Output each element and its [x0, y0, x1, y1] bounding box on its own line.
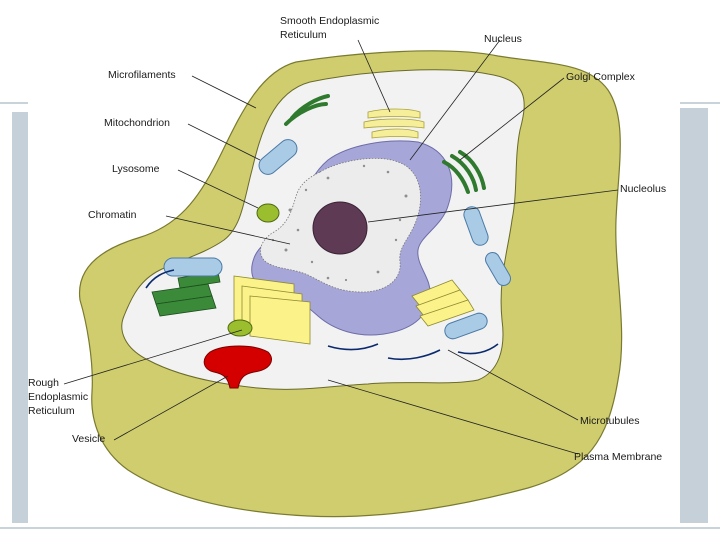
smooth-er — [363, 108, 425, 139]
golgi-stack-right — [411, 279, 475, 327]
slide-bottom-rule — [0, 527, 720, 529]
label-rough-er-1: Rough — [28, 377, 59, 389]
label-rough-er-3: Reticulum — [28, 405, 75, 417]
label-smooth-er-2: Reticulum — [280, 29, 327, 41]
nucleolus — [312, 201, 368, 255]
label-nucleolus: Nucleolus — [620, 183, 666, 195]
label-microtubules: Microtubules — [580, 415, 640, 427]
microtubules — [145, 269, 499, 361]
vesicle — [203, 345, 272, 389]
label-nucleus: Nucleus — [484, 33, 522, 45]
label-lysosome: Lysosome — [112, 163, 160, 175]
label-mitochondrion: Mitochondrion — [104, 117, 170, 129]
mitochondria — [163, 139, 511, 340]
golgi-stack-left — [233, 275, 311, 345]
label-golgi-complex: Golgi Complex — [566, 71, 636, 83]
label-chromatin: Chromatin — [88, 209, 137, 221]
label-vesicle: Vesicle — [72, 433, 105, 445]
label-plasma-membrane: Plasma Membrane — [574, 451, 662, 463]
cell-figure: Smooth Endoplasmic Reticulum Nucleus Mic… — [28, 0, 680, 525]
label-rough-er-2: Endoplasmic — [28, 391, 88, 403]
leader-lines — [63, 39, 619, 455]
label-smooth-er-1: Smooth Endoplasmic — [280, 15, 379, 27]
slide-left-panel — [12, 112, 28, 522]
lysosome-upper — [256, 203, 280, 223]
animal-cell-diagram: Smooth Endoplasmic Reticulum Nucleus Mic… — [28, 15, 666, 518]
chromatin-texture — [271, 164, 408, 282]
slide-right-panel — [680, 108, 708, 523]
label-microfilaments: Microfilaments — [108, 69, 176, 81]
green-curve-top-left — [284, 94, 330, 126]
golgi-complex-green — [442, 150, 486, 194]
lysosome-lower — [227, 319, 253, 337]
